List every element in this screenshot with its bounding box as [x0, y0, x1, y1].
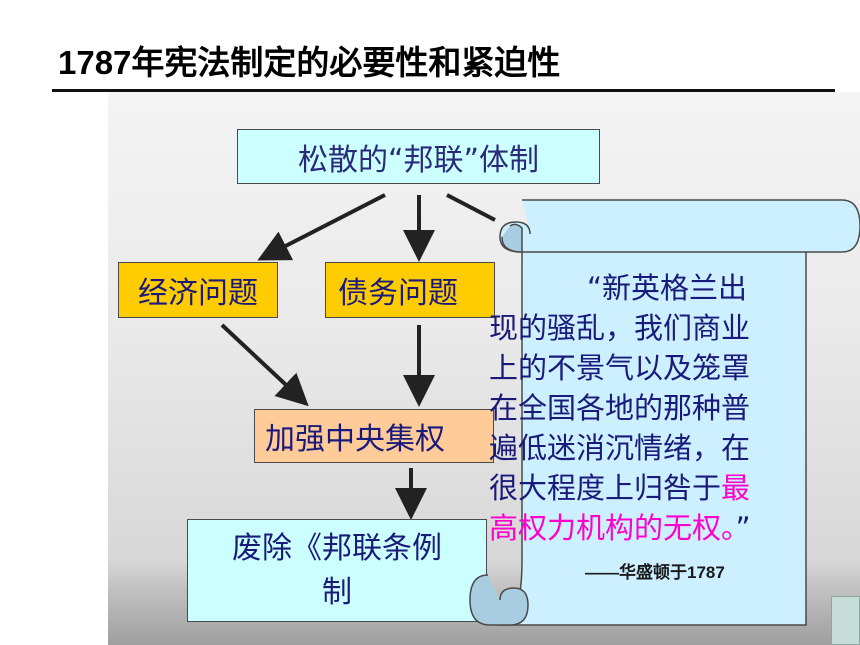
quote-line-6-normal: 很大程度上归咎于 [489, 471, 722, 505]
quote-line-4: 在全国各地的那种普 [489, 391, 751, 425]
quote-line-7-close: ” [735, 511, 751, 545]
economic-problem-box: 经济问题 [118, 262, 278, 318]
slide-nav-button[interactable] [831, 596, 860, 645]
quote-line-7: 高权力机构的无权。” [489, 508, 807, 548]
abolish-articles-box: 废除《邦联条例 制 [187, 519, 487, 622]
title-underline [52, 89, 835, 92]
quote-line-7-highlight: 高权力机构的无权。 [489, 511, 736, 545]
strengthen-central-power-box: 加强中央集权 [254, 409, 494, 463]
abolish-line-1: 废除《邦联条例 [232, 530, 442, 566]
quote-source: ——华盛顿于1787 [585, 563, 725, 582]
abolish-line-2: 制 [322, 574, 352, 610]
arrow-econ-to-central [220, 323, 309, 407]
scroll-top-curl [499, 199, 860, 253]
quote-line-5: 遍低迷消沉情绪，在 [489, 431, 751, 465]
debt-problem-box: 债务问题 [325, 262, 495, 318]
quote-line-6-highlight: 最 [721, 471, 751, 505]
quote-line-2: 现的骚乱，我们商业 [489, 311, 751, 345]
loose-confederation-box: 松散的“邦联”体制 [237, 129, 600, 184]
quote-line-6: 很大程度上归咎于最 [489, 468, 807, 508]
slide-title: 1787年宪法制定的必要性和紧迫性 [58, 44, 561, 81]
arrow-top-right [446, 193, 496, 222]
quote-line-3: 上的不景气以及笼罩 [489, 351, 751, 385]
scroll-top-roll [501, 223, 523, 253]
quote-line-1: “新英格兰出 [587, 271, 748, 305]
washington-quote: “新英格兰出 现的骚乱，我们商业 上的不景气以及笼罩 在全国各地的那种普 遍低迷… [489, 268, 807, 548]
arrow-top-to-econ [257, 193, 386, 261]
scroll-bottom-curl [469, 574, 529, 626]
